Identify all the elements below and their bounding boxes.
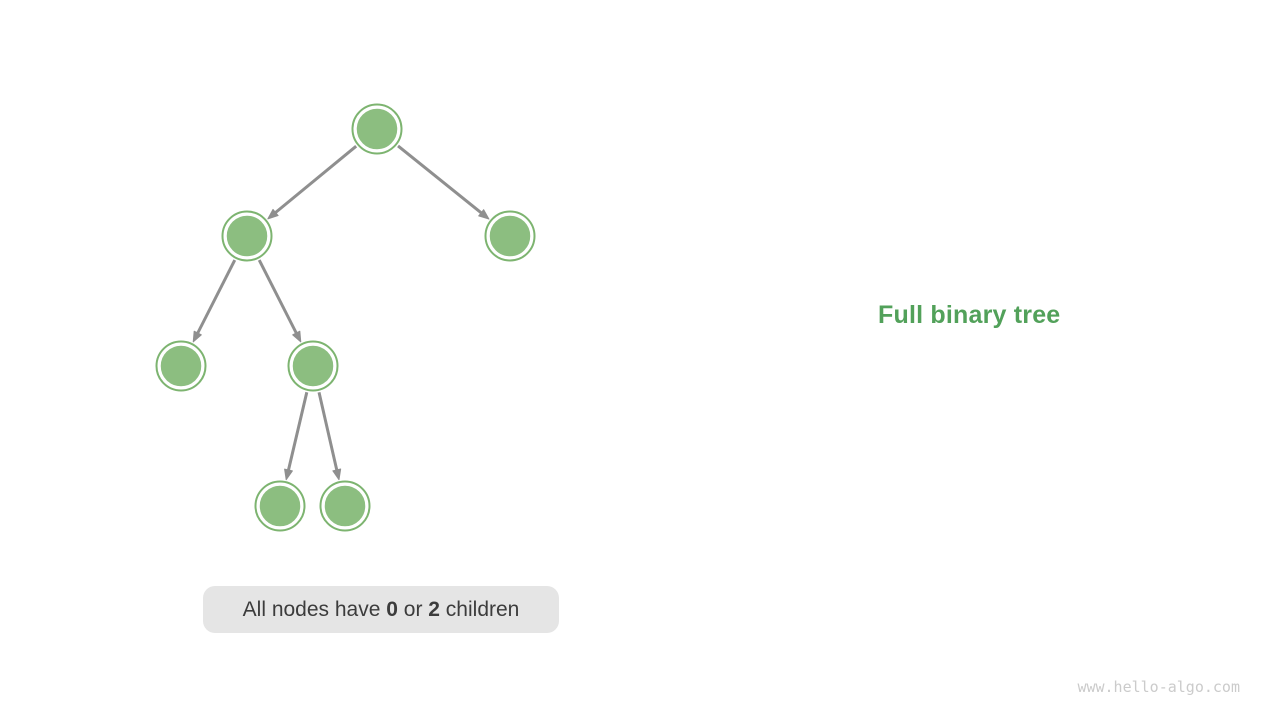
caption-text-3: children bbox=[439, 597, 520, 621]
caption-text-1: All nodes have bbox=[242, 597, 387, 621]
tree-node-ring-right bbox=[484, 210, 536, 262]
caption-value-2: 2 bbox=[428, 597, 440, 621]
tree-node-lr-right bbox=[322, 483, 368, 529]
caption-badge: All nodes have 0 or 2 children bbox=[203, 586, 559, 633]
tree-node-ring-lr-left bbox=[254, 480, 306, 532]
tree-node-right bbox=[487, 213, 533, 259]
diagram-title: Full binary tree bbox=[878, 301, 1061, 329]
tree-node-left-right bbox=[290, 343, 336, 389]
tree-edge-left-to-left-left bbox=[192, 259, 237, 343]
tree-node-root bbox=[354, 106, 400, 152]
tree-node-ring-left-right bbox=[287, 340, 339, 392]
tree-node-ring-left bbox=[221, 210, 273, 262]
caption-value-0: 0 bbox=[386, 597, 398, 621]
watermark: www.hello-algo.com bbox=[1077, 678, 1240, 696]
tree-node-left-left bbox=[158, 343, 204, 389]
tree-node-ring-root bbox=[351, 103, 403, 155]
tree-node-lr-left bbox=[257, 483, 303, 529]
tree-node-left bbox=[224, 213, 270, 259]
tree-node-ring-left-left bbox=[155, 340, 207, 392]
tree-edge-left-right-to-lr-right bbox=[317, 391, 342, 481]
tree-node-ring-lr-right bbox=[319, 480, 371, 532]
tree-edge-root-to-left bbox=[267, 145, 358, 220]
tree-edge-left-right-to-lr-left bbox=[284, 391, 309, 481]
caption-text-2: or bbox=[397, 597, 429, 621]
tree-edge-root-to-right bbox=[397, 144, 490, 220]
tree-edge-left-to-left-right bbox=[257, 259, 302, 343]
